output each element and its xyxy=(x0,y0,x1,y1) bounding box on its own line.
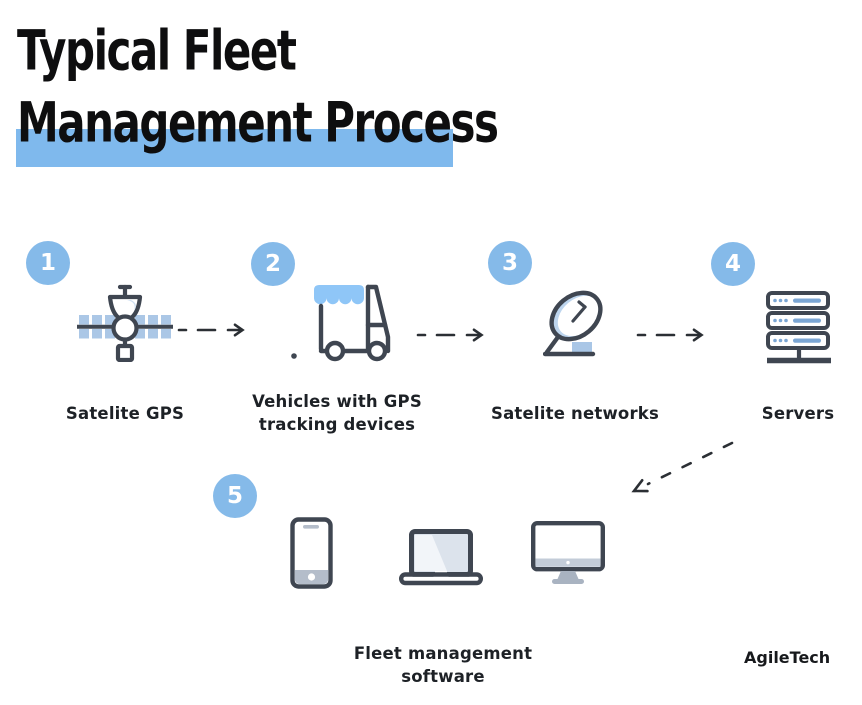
step-2-label: Vehicles with GPS tracking devices xyxy=(237,390,437,436)
dashed-arrow-3-icon xyxy=(636,328,704,342)
step-1-label: Satelite GPS xyxy=(65,404,185,423)
step-2-label-line2: tracking devices xyxy=(258,415,416,434)
step-5-label-line1: Fleet management xyxy=(353,644,533,663)
step-5-label-line2: software xyxy=(401,667,485,686)
dashed-arrow-2-icon xyxy=(416,328,484,342)
title-highlight-bar xyxy=(16,129,453,167)
step-2-badge: 2 xyxy=(251,242,295,286)
page-title-line1: Typical Fleet xyxy=(17,18,297,83)
satellite-gps-icon xyxy=(77,284,173,362)
server-rack-icon xyxy=(766,291,831,364)
monitor-icon xyxy=(531,521,605,584)
agiletech-logo: AgileTech xyxy=(744,648,831,667)
laptop-icon xyxy=(399,529,483,586)
dashed-arrow-1-icon xyxy=(177,323,245,337)
step-3-badge: 3 xyxy=(488,241,532,285)
step-4-badge: 4 xyxy=(711,242,755,286)
smartphone-icon xyxy=(290,517,333,589)
step-2-label-line1: Vehicles with GPS xyxy=(252,392,422,411)
step-1-badge: 1 xyxy=(26,241,70,285)
step-4-label: Servers xyxy=(761,404,835,423)
step-3-label: Satelite networks xyxy=(491,404,659,423)
step-5-label: Fleet management software xyxy=(343,642,543,688)
satellite-dish-icon xyxy=(543,290,603,357)
step-5-badge: 5 xyxy=(213,474,257,518)
diagonal-dashed-arrow-icon xyxy=(631,441,734,493)
page-title-line2: Management Process xyxy=(17,90,499,155)
gps-vehicle-icon xyxy=(291,284,391,362)
